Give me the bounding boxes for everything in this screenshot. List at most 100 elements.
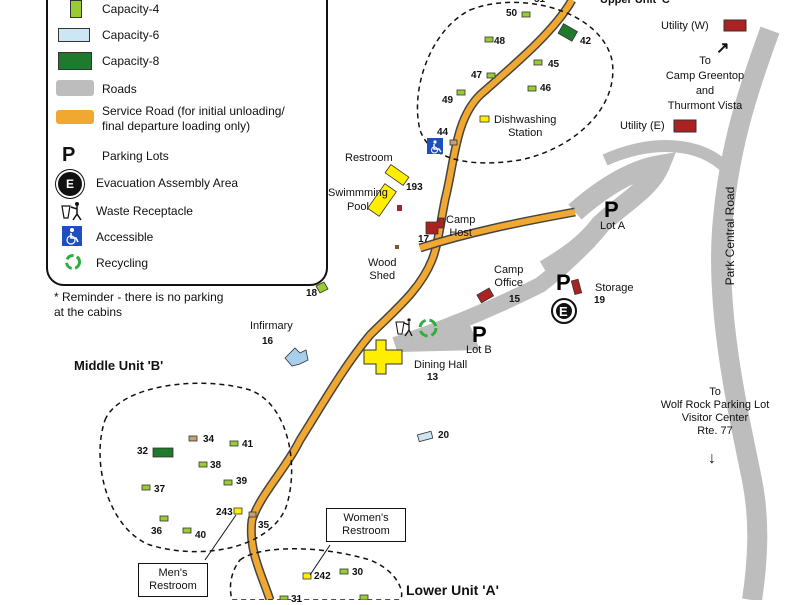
camp-host-line2: Host [449,227,472,239]
lower-cabins [279,568,369,600]
cabin-51-number: 51 [534,0,545,5]
lower-unit-label: Lower Unit 'A' [406,582,499,598]
building-13-number: 13 [427,372,439,383]
legend-recycling-label: Recycling [96,256,149,270]
camp-office-line1: Camp [494,264,524,276]
storage-parking-symbol: P [556,270,571,295]
lot-b-parking-symbol: P [472,322,487,347]
building-16-number: 16 [262,336,274,347]
lot-b-area [395,325,480,352]
swimming-line2: Pool [346,201,369,213]
lot-b-label: Lot B [466,344,492,356]
legend-capacity6-label: Capacity-6 [102,28,160,42]
thurmont-vista: Thurmont Vista [667,100,743,112]
small-building-pool [397,205,402,211]
building-193-number: 193 [406,182,423,193]
camp-office-building [476,287,495,304]
park-central-road-label: Park Central Road [723,186,737,286]
dishwashing-line1: Dishwashing [494,114,557,126]
cabin-48-number: 48 [494,36,506,47]
arrow-up-right-icon: ↗ [716,40,730,57]
capacity8-swatch [58,52,92,70]
cabin-50-number: 50 [506,8,518,19]
legend-capacity4-label: Capacity-4 [102,2,160,16]
womens-line2: Restroom [342,525,390,537]
cabin-46-number: 46 [540,83,552,94]
utility-w-label: Utility (W) [661,20,709,32]
womens-restroom-callout: Women's Restroom [326,508,406,542]
lower-unit-boundary [229,548,403,600]
dining-hall-label: Dining Hall [414,359,468,371]
upper-unit-label: Upper Unit 'C' [600,0,673,6]
cabin-42-number: 42 [580,36,592,47]
infirmary-building [284,347,309,367]
mens-restroom-callout: Men's Restroom [138,563,208,597]
cabin-47-number: 47 [471,70,483,81]
middle-cabins [141,435,257,534]
lot-a-parking-symbol: P [604,197,619,222]
dishwashing-line2: Station [508,127,543,139]
capacity6-swatch [58,28,90,42]
arrow-down-icon: ↓ [708,450,716,467]
camp-host-building [425,217,445,235]
womens-line1: Women's [343,512,389,524]
cabin-37-number: 37 [154,484,166,495]
cabin-35-number: 35 [258,520,270,531]
mens-line2: Restroom [149,580,197,592]
cabin-20-number: 20 [438,430,450,441]
wolf-rock-line2: Wolf Rock Parking Lot [660,399,770,411]
mens-line1: Men's [158,567,188,579]
svg-text:E: E [559,304,568,319]
camp-office-line2: Office [494,277,523,289]
swimming-pool-label: Swimmming Pool [328,186,388,214]
dishwashing-station-label: Dishwashing Station [494,114,556,140]
greentop-and: and [695,85,715,97]
wolf-rock-line4: Rte. 77 [697,425,733,437]
cabin-32-number: 32 [137,446,149,457]
swimming-line1: Swimmming [328,187,388,199]
lot-a-label: Lot A [600,220,626,232]
greentop-name: Camp Greentop [665,70,745,82]
cabin-40-number: 40 [195,530,207,541]
greentop-to: To [699,55,711,67]
restroom-label: Restroom [345,152,393,164]
cabin-18-number: 18 [306,288,318,299]
accessible-icon-44 [427,138,443,154]
building-242-number: 242 [314,571,331,582]
cabin-18 [315,281,329,294]
capacity4-swatch [70,0,82,18]
map-legend: Capacity-4 Capacity-6 Capacity-8 Roads S… [46,0,328,286]
dining-hall-building [363,339,403,375]
upper-unit-boundary [416,1,614,164]
park-central-road [711,26,780,600]
middle-unit-label: Middle Unit 'B' [74,358,164,373]
wood-shed-line2: Shed [369,270,396,282]
wood-shed-label: Wood Shed [368,257,397,283]
cabin-44-number: 44 [437,127,449,138]
cabin-39-number: 39 [236,476,248,487]
evacuation-icon: E [58,172,82,196]
utility-w-building [723,19,747,32]
wood-shed-building [395,245,399,249]
building-19-number: 19 [594,295,606,306]
cabin-30-number: 30 [352,567,364,578]
parking-icon: P [62,144,76,166]
service-road-swatch [56,110,94,124]
road-utility-junction [602,140,733,175]
cabin-34-number: 34 [203,434,215,445]
building-15-number: 15 [509,294,521,305]
legend-roads-label: Roads [102,82,137,96]
legend-service-road-line1: Service Road (for initial unloading/ [102,104,285,118]
waste-receptacle-icon [395,318,413,337]
infirmary-label: Infirmary [250,320,293,332]
cabin-41-number: 41 [242,439,254,450]
legend-service-road-line2: final departure loading only) [102,119,251,133]
recycling-icon [65,254,81,270]
cabin-49-number: 49 [442,95,454,106]
storage-building [570,278,583,296]
legend-accessible-label: Accessible [96,230,154,244]
legend-waste-label: Waste Receptacle [96,204,193,218]
wood-shed-line1: Wood [368,257,397,269]
roads-swatch [56,80,94,96]
service-road [246,0,576,600]
